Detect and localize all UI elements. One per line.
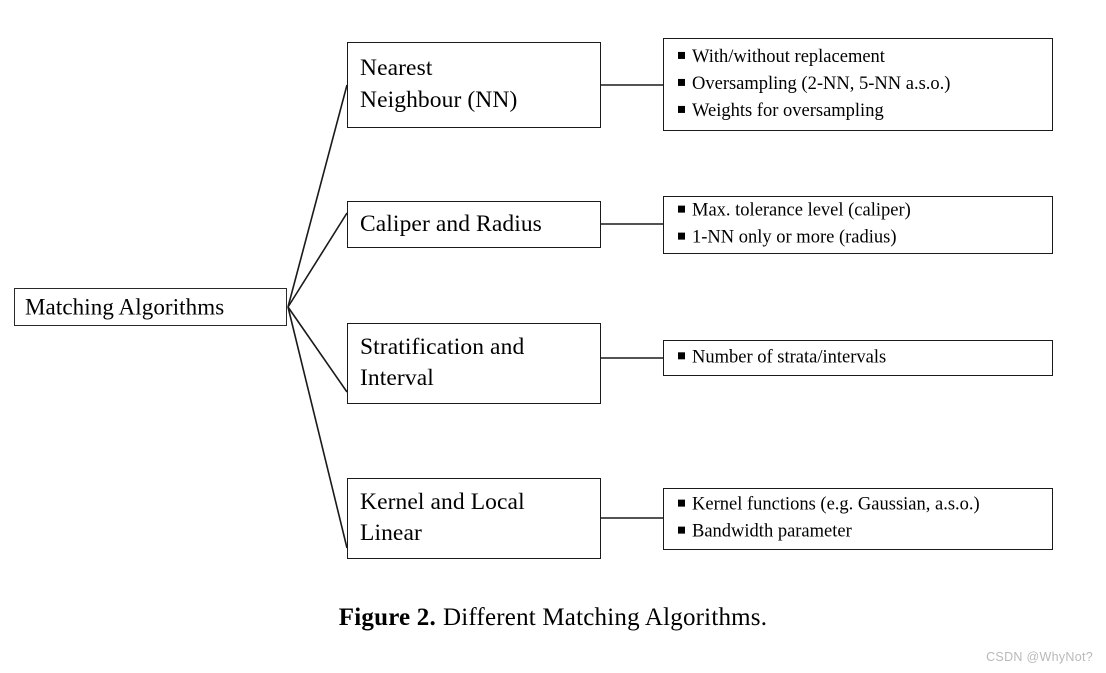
square-bullet-icon [678, 51, 685, 59]
edge-root-to-stratification-interval [287, 306, 348, 393]
list-item: Kernel functions (e.g. Gaussian, a.s.o.) [678, 492, 1046, 519]
node-stratification-and-interval[interactable]: Stratification and Interval [347, 323, 601, 404]
node-label: Stratification and Interval [360, 333, 525, 392]
figure-caption-text: Different Matching Algorithms. [442, 604, 768, 631]
node-nearest-neighbour[interactable]: Nearest Neighbour (NN) [347, 42, 601, 128]
edge-root-to-nearest-neighbour [287, 84, 348, 308]
edge-root-to-kernel-local-linear [287, 306, 348, 549]
list-item-label: Number of strata/intervals [692, 347, 887, 368]
bullet-list: With/without replacement Oversampling (2… [678, 43, 1046, 125]
list-item: 1-NN only or more (radius) [678, 225, 1046, 252]
list-item-label: Max. tolerance level (caliper) [692, 200, 911, 221]
square-bullet-icon [678, 106, 685, 114]
list-item: Number of strata/intervals [678, 344, 1046, 371]
node-label: Caliper and Radius [360, 210, 542, 237]
list-item: With/without replacement [678, 43, 1046, 70]
node-kernel-and-local-linear[interactable]: Kernel and Local Linear [347, 478, 601, 559]
edge-root-to-caliper-radius [287, 212, 348, 308]
details-stratification-and-interval[interactable]: Number of strata/intervals [663, 340, 1053, 376]
node-label: Kernel and Local Linear [360, 488, 525, 547]
square-bullet-icon [678, 205, 685, 213]
figure-caption: Figure 2.Different Matching Algorithms. [0, 604, 1106, 632]
list-item: Weights for oversampling [678, 98, 1046, 125]
list-item-label: With/without replacement [692, 46, 885, 67]
square-bullet-icon [678, 527, 685, 534]
bullet-list: Number of strata/intervals [678, 344, 1046, 371]
list-item-label: 1-NN only or more (radius) [692, 228, 897, 248]
node-matching-algorithms[interactable]: Matching Algorithms [14, 288, 287, 326]
details-nearest-neighbour[interactable]: With/without replacement Oversampling (2… [663, 38, 1053, 131]
list-item-label: Bandwidth parameter [692, 522, 852, 542]
details-kernel-and-local-linear[interactable]: Kernel functions (e.g. Gaussian, a.s.o.)… [663, 488, 1053, 550]
watermark: CSDN @WhyNot? [986, 650, 1093, 664]
square-bullet-icon [678, 78, 685, 86]
bullet-list: Max. tolerance level (caliper) 1-NN only… [678, 198, 1046, 253]
list-item: Max. tolerance level (caliper) [678, 198, 1046, 225]
square-bullet-icon [678, 352, 685, 360]
list-item-label: Oversampling (2-NN, 5-NN a.s.o.) [692, 73, 951, 94]
square-bullet-icon [678, 499, 685, 507]
details-caliper-and-radius[interactable]: Max. tolerance level (caliper) 1-NN only… [663, 196, 1053, 254]
list-item: Bandwidth parameter [678, 519, 1046, 546]
node-label: Matching Algorithms [25, 294, 225, 320]
figure-caption-label: Figure 2. [338, 604, 436, 631]
list-item-label: Kernel functions (e.g. Gaussian, a.s.o.) [692, 494, 980, 515]
square-bullet-icon [678, 233, 685, 240]
node-label: Nearest Neighbour (NN) [360, 55, 518, 113]
list-item-label: Weights for oversampling [692, 101, 884, 122]
node-caliper-and-radius[interactable]: Caliper and Radius [347, 201, 601, 248]
bullet-list: Kernel functions (e.g. Gaussian, a.s.o.)… [678, 492, 1046, 547]
list-item: Oversampling (2-NN, 5-NN a.s.o.) [678, 71, 1046, 98]
